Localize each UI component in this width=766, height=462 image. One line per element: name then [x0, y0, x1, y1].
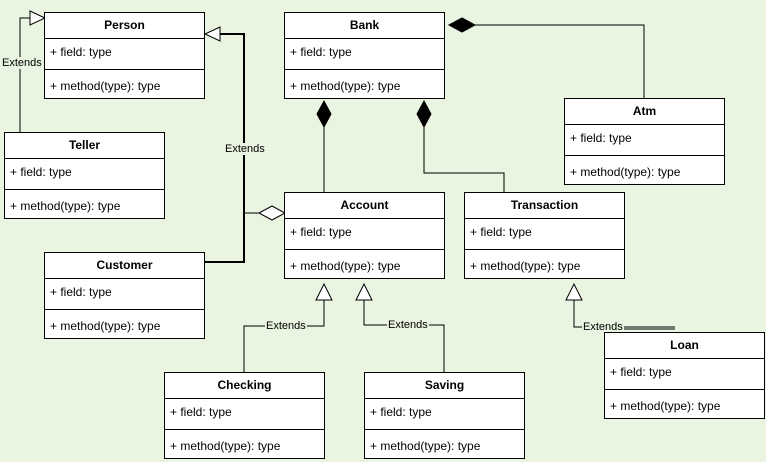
class-field: + field: type	[605, 359, 764, 390]
class-name: Loan	[605, 333, 764, 359]
class-field: + field: type	[285, 219, 444, 250]
checking-account-edge	[243, 300, 325, 372]
class-method: + method(type): type	[290, 79, 401, 93]
bank-atm-edge	[474, 24, 645, 98]
class-name: Person	[45, 13, 204, 39]
class-name: Bank	[285, 13, 444, 39]
class-field: + field: type	[285, 39, 444, 70]
class-name: Saving	[365, 373, 524, 399]
teller-person-edge	[19, 17, 30, 132]
class-account[interactable]: Account + field: type + method(type): ty…	[284, 192, 445, 279]
class-name: Transaction	[465, 193, 624, 219]
saving-extends-label: Extends	[387, 319, 429, 331]
class-field: + field: type	[45, 279, 204, 310]
bank-account-diamond	[316, 99, 332, 129]
customer-account-diamond	[257, 205, 287, 221]
class-method: + method(type): type	[370, 439, 481, 453]
bank-transaction-edge	[423, 126, 505, 192]
class-method: + method(type): type	[470, 259, 581, 273]
class-method: + method(type): type	[570, 165, 681, 179]
class-method: + method(type): type	[610, 399, 721, 413]
class-field: + field: type	[465, 219, 624, 250]
class-loan[interactable]: Loan + field: type + method(type): type	[604, 332, 765, 419]
class-name: Teller	[5, 133, 164, 159]
class-method: + method(type): type	[50, 79, 161, 93]
bank-atm-diamond	[447, 17, 477, 33]
class-bank[interactable]: Bank + field: type + method(type): type	[284, 12, 445, 99]
class-field: + field: type	[165, 399, 324, 430]
saving-account-edge	[363, 300, 445, 372]
loan-transaction-arrowhead	[565, 282, 583, 301]
class-saving[interactable]: Saving + field: type + method(type): typ…	[364, 372, 525, 459]
bank-transaction-diamond	[416, 99, 432, 129]
class-name: Account	[285, 193, 444, 219]
checking-account-arrowhead	[315, 282, 333, 301]
loan-transaction-edge	[573, 300, 675, 328]
class-checking[interactable]: Checking + field: type + method(type): t…	[164, 372, 325, 459]
class-name: Customer	[45, 253, 204, 279]
class-method: + method(type): type	[50, 319, 161, 333]
class-person[interactable]: Person + field: type + method(type): typ…	[44, 12, 205, 99]
teller-extends-label: Extends	[1, 57, 43, 69]
teller-person-arrowhead	[29, 10, 47, 26]
saving-account-arrowhead	[355, 282, 373, 301]
customer-extends-label: Extends	[224, 143, 266, 155]
class-customer[interactable]: Customer + field: type + method(type): t…	[44, 252, 205, 339]
class-teller[interactable]: Teller + field: type + method(type): typ…	[4, 132, 165, 219]
class-field: + field: type	[565, 125, 724, 156]
class-name: Checking	[165, 373, 324, 399]
class-field: + field: type	[365, 399, 524, 430]
class-name: Atm	[565, 99, 724, 125]
class-method: + method(type): type	[10, 199, 121, 213]
class-atm[interactable]: Atm + field: type + method(type): type	[564, 98, 725, 185]
class-field: + field: type	[5, 159, 164, 190]
class-transaction[interactable]: Transaction + field: type + method(type)…	[464, 192, 625, 279]
checking-extends-label: Extends	[265, 320, 307, 332]
class-method: + method(type): type	[290, 259, 401, 273]
class-field: + field: type	[45, 39, 204, 70]
customer-person-arrowhead	[203, 26, 221, 42]
class-method: + method(type): type	[170, 439, 281, 453]
loan-extends-label: Extends	[582, 321, 624, 333]
